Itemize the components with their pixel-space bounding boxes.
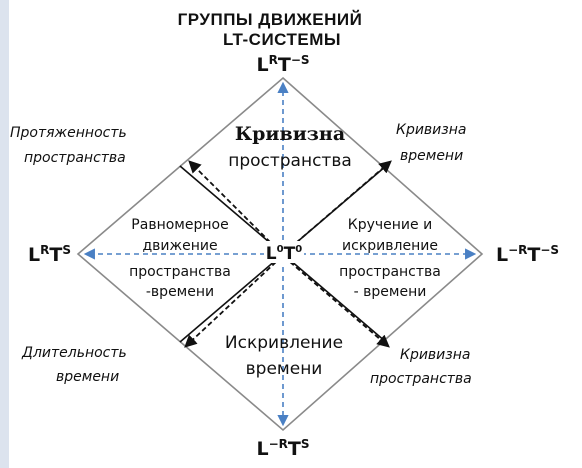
outer-label-bottom-left-line2: времени xyxy=(56,369,119,385)
diamond-outline xyxy=(76,76,484,432)
quadrant-right-line4: - времени xyxy=(354,284,427,300)
quadrant-left-line2: движение xyxy=(142,238,217,254)
vertex-top-label: LRT−S xyxy=(256,53,309,76)
outer-label-top-right-line1: Кривизна xyxy=(396,122,466,138)
vertex-bottom-label: L−RTS xyxy=(256,437,309,460)
quadrant-bottom-line1: Искривление xyxy=(225,333,343,353)
outer-label-bottom-right-line1: Кривизна xyxy=(400,347,470,363)
arrow-to-bottom-right xyxy=(289,261,390,348)
quadrant-right-line2: искривление xyxy=(342,238,438,254)
arrow-to-top-left xyxy=(188,160,277,249)
quadrant-top-line1: Кривизна xyxy=(235,123,345,145)
title-line2: LT-СИСТЕМЫ xyxy=(223,30,341,49)
quadrant-right-line1: Кручение и xyxy=(348,217,432,233)
left-edge-strip xyxy=(0,0,9,468)
outer-label-bottom-right-line2: пространства xyxy=(370,371,472,387)
outer-label-top-right-line2: времени xyxy=(400,148,463,164)
vertex-left-label: LRTS xyxy=(28,243,71,266)
center-label-bg xyxy=(264,241,304,263)
quadrant-left-line3: пространства xyxy=(129,264,231,280)
quadrant-right-line3: пространства xyxy=(339,264,441,280)
outer-label-bottom-left-line1: Длительность xyxy=(21,345,127,361)
quadrant-left-line4: -времени xyxy=(146,284,214,300)
center-label: L0T0 xyxy=(266,244,302,264)
quadrant-bottom-line2: времени xyxy=(246,359,323,379)
outer-label-top-left-line2: пространства xyxy=(24,150,126,166)
quadrant-left-line1: Равномерное xyxy=(131,217,228,233)
quadrant-top-line2: пространства xyxy=(228,151,352,171)
arrow-to-bottom-left xyxy=(184,261,277,348)
title-line1: ГРУППЫ ДВИЖЕНИЙ xyxy=(178,10,363,29)
outer-label-top-left-line1: Протяженность xyxy=(10,125,127,141)
vertex-right-label: L−RT−S xyxy=(496,243,559,266)
arrow-to-top-right xyxy=(289,160,392,249)
